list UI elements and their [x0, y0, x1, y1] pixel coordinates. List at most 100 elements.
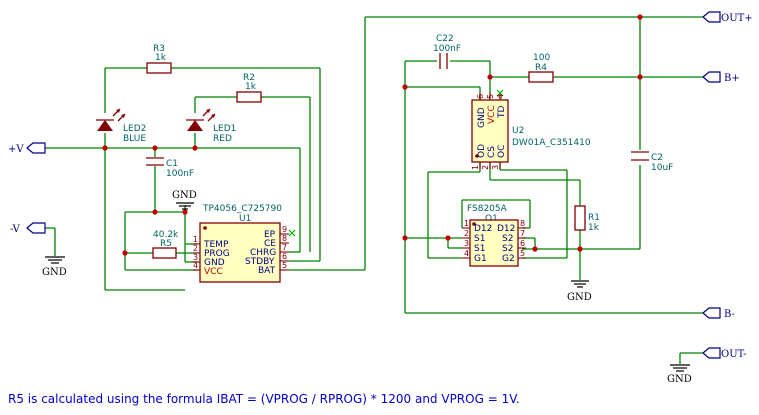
svg-text:CS: CS — [487, 146, 497, 158]
design-note: R5 is calculated using the formula IBAT … — [8, 392, 520, 406]
port-b-minus[interactable]: B- — [702, 307, 735, 320]
svg-text:5: 5 — [520, 249, 525, 258]
gnd-symbol-vminus: GND — [42, 256, 67, 278]
svg-text:9: 9 — [282, 225, 287, 234]
svg-text:S1: S1 — [474, 234, 485, 244]
svg-text:STDBY: STDBY — [245, 257, 275, 267]
svg-text:B-: B- — [724, 309, 735, 320]
junction-dots — [102, 14, 643, 256]
svg-text:6: 6 — [520, 239, 525, 248]
svg-text:D12: D12 — [497, 224, 515, 234]
svg-text:DW01A_C351410: DW01A_C351410 — [512, 138, 591, 148]
svg-text:5: 5 — [486, 94, 495, 99]
resistor-r3[interactable]: R3 1k — [146, 44, 172, 74]
svg-text:-V: -V — [10, 224, 21, 235]
svg-text:G1: G1 — [474, 254, 487, 264]
svg-text:VCC: VCC — [487, 105, 497, 124]
svg-text:1k: 1k — [245, 82, 257, 92]
svg-text:1: 1 — [471, 165, 480, 170]
svg-text:U2: U2 — [512, 126, 524, 136]
svg-text:7: 7 — [520, 229, 525, 238]
svg-text:GND: GND — [42, 267, 67, 278]
svg-text:4: 4 — [193, 261, 198, 270]
svg-text:Q1: Q1 — [485, 214, 498, 224]
svg-text:R5: R5 — [160, 239, 172, 249]
gnd-symbol-out-minus: GND — [667, 364, 692, 385]
svg-text:GND: GND — [567, 292, 592, 303]
capacitor-c2[interactable]: C2 10uF — [631, 151, 673, 173]
svg-text:4: 4 — [464, 249, 469, 258]
resistor-r4[interactable]: 100 R4 — [528, 53, 554, 83]
svg-text:TEMP: TEMP — [203, 240, 229, 250]
svg-text:CHRG: CHRG — [250, 248, 276, 258]
svg-text:RED: RED — [213, 134, 232, 144]
svg-text:1k: 1k — [155, 53, 167, 63]
svg-text:R1: R1 — [588, 213, 600, 223]
resistor-r5[interactable]: 40.2k R5 — [152, 230, 179, 259]
svg-text:G2: G2 — [502, 254, 515, 264]
capacitor-c1[interactable]: C1 100nF — [146, 157, 194, 179]
svg-text:40.2k: 40.2k — [153, 230, 179, 240]
svg-text:GND: GND — [477, 107, 487, 128]
ic-u1-tp4056[interactable]: TP4056_C725790 U1 1 TEMP 2 PROG 3 GND 4 … — [193, 204, 296, 283]
capacitor-c22[interactable]: C22 100nF — [433, 34, 461, 69]
svg-text:4: 4 — [496, 94, 505, 99]
svg-text:OD: OD — [477, 144, 487, 158]
svg-text:OC: OC — [497, 145, 507, 158]
svg-text:5: 5 — [282, 261, 287, 270]
led-led1[interactable]: LED1 RED — [186, 108, 236, 144]
port-out-plus[interactable]: OUT+ — [702, 11, 753, 24]
svg-text:1: 1 — [193, 235, 198, 244]
svg-text:3: 3 — [464, 239, 469, 248]
svg-text:EP: EP — [264, 230, 276, 240]
svg-text:U1: U1 — [239, 214, 251, 224]
led-led2[interactable]: LED2 BLUE — [96, 108, 146, 144]
svg-text:3: 3 — [491, 165, 500, 170]
svg-text:OUT+: OUT+ — [721, 13, 753, 24]
svg-text:D12: D12 — [474, 224, 492, 234]
svg-text:GND: GND — [172, 190, 197, 201]
svg-text:6: 6 — [476, 94, 485, 99]
svg-text:100nF: 100nF — [166, 169, 194, 179]
gnd-symbol-u1: GND — [172, 190, 197, 210]
svg-text:S2: S2 — [502, 234, 513, 244]
ic-u2-dw01a[interactable]: 6 5 4 GND VCC TD OD CS OC 1 2 3 U2 DW01A… — [471, 89, 591, 170]
svg-text:LED2: LED2 — [123, 124, 146, 134]
svg-text:BAT: BAT — [258, 266, 276, 276]
svg-text:8: 8 — [520, 219, 525, 228]
svg-text:VCC: VCC — [204, 267, 223, 277]
svg-text:S1: S1 — [474, 244, 485, 254]
svg-text:R4: R4 — [535, 63, 547, 73]
wires — [45, 16, 703, 364]
svg-text:1: 1 — [464, 219, 469, 228]
port-vminus[interactable]: -V — [10, 222, 46, 235]
resistor-r2[interactable]: R2 1k — [236, 73, 262, 103]
svg-text:7: 7 — [282, 243, 287, 252]
svg-text:R2: R2 — [243, 73, 255, 83]
svg-text:OUT-: OUT- — [721, 349, 746, 360]
svg-text:PROG: PROG — [204, 249, 230, 259]
gnd-symbol-r1: GND — [567, 280, 592, 303]
svg-text:2: 2 — [464, 229, 469, 238]
svg-text:+V: +V — [8, 144, 24, 155]
port-b-plus[interactable]: B+ — [702, 71, 740, 84]
port-vplus[interactable]: +V — [8, 142, 46, 155]
svg-text:100nF: 100nF — [433, 44, 461, 54]
svg-text:TP4056_C725790: TP4056_C725790 — [202, 204, 282, 214]
svg-text:C2: C2 — [651, 153, 663, 163]
svg-text:B+: B+ — [724, 73, 740, 84]
svg-text:100: 100 — [533, 53, 550, 63]
ic-q1-fs8205a[interactable]: FS8205A Q1 1 D12 2 S1 3 S1 4 G1 8 D12 7 … — [462, 204, 526, 267]
port-out-minus[interactable]: OUT- — [702, 347, 746, 360]
svg-text:3: 3 — [193, 253, 198, 262]
resistor-r1[interactable]: R1 1k — [574, 205, 600, 233]
svg-text:GND: GND — [204, 258, 225, 268]
svg-text:CE: CE — [264, 239, 276, 249]
svg-text:S2: S2 — [502, 244, 513, 254]
svg-text:10uF: 10uF — [651, 163, 673, 173]
svg-text:FS8205A: FS8205A — [467, 204, 508, 214]
svg-text:2: 2 — [193, 244, 198, 253]
svg-text:6: 6 — [282, 252, 287, 261]
